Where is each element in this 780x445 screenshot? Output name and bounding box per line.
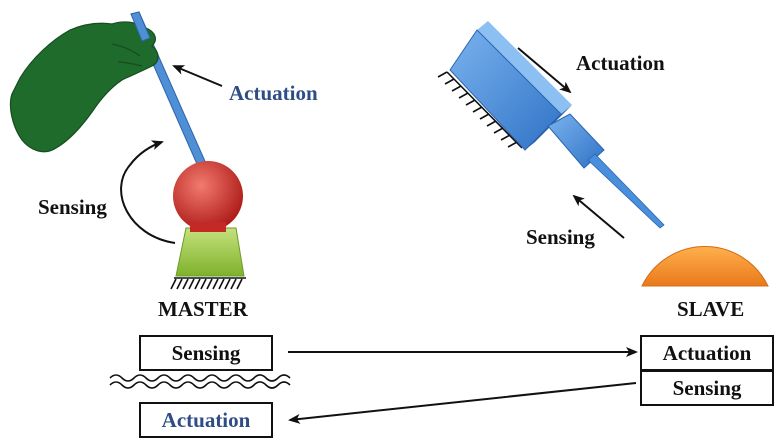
master-ground-hatch [170, 277, 246, 290]
slave-actuation-arrow [517, 47, 572, 94]
master-sensing-arrow [120, 140, 176, 244]
master-actuation-box [139, 402, 273, 438]
master-actuation-label: Actuation [229, 81, 318, 105]
slave-sensing-box-label: Sensing [673, 376, 742, 400]
slave-tool-body-side [525, 105, 572, 150]
sensing-to-actuation-return-arrow [288, 382, 637, 424]
master-sensing-label: Sensing [38, 195, 107, 219]
slave-tool-needle [587, 153, 665, 229]
slave-device [437, 21, 769, 287]
master-title: MASTER [158, 297, 249, 321]
communication-wave [109, 381, 291, 389]
slave-actuation-box-label: Actuation [663, 341, 752, 365]
master-actuation-arrow [172, 65, 223, 87]
hand-icon [9, 21, 159, 153]
slave-sensing-label: Sensing [526, 225, 595, 249]
hand-finger-line [117, 61, 143, 67]
slave-title: SLAVE [677, 297, 744, 321]
slave-comb-hatch [437, 71, 523, 149]
hand-finger-line [111, 43, 141, 57]
master-actuation-box-label: Actuation [162, 408, 251, 432]
master-sensing-box-label: Sensing [172, 341, 241, 365]
slave-tool-collar [547, 113, 605, 169]
master-joint-neck [190, 222, 226, 232]
master-sensing-box [139, 335, 273, 371]
slave-tool-body-top [477, 21, 572, 114]
master-base [175, 227, 245, 277]
communication-channel: Sensing Actuation Actuation Sensing [109, 335, 774, 438]
slave-actuation-label: Actuation [576, 51, 665, 75]
slave-sensing-box [640, 370, 774, 406]
slave-sensing-arrow [572, 194, 625, 239]
slave-tissue [641, 246, 769, 287]
communication-wave [109, 374, 291, 382]
master-joint-ball [173, 161, 243, 231]
master-stick-top [130, 11, 151, 42]
master-device [9, 11, 246, 290]
